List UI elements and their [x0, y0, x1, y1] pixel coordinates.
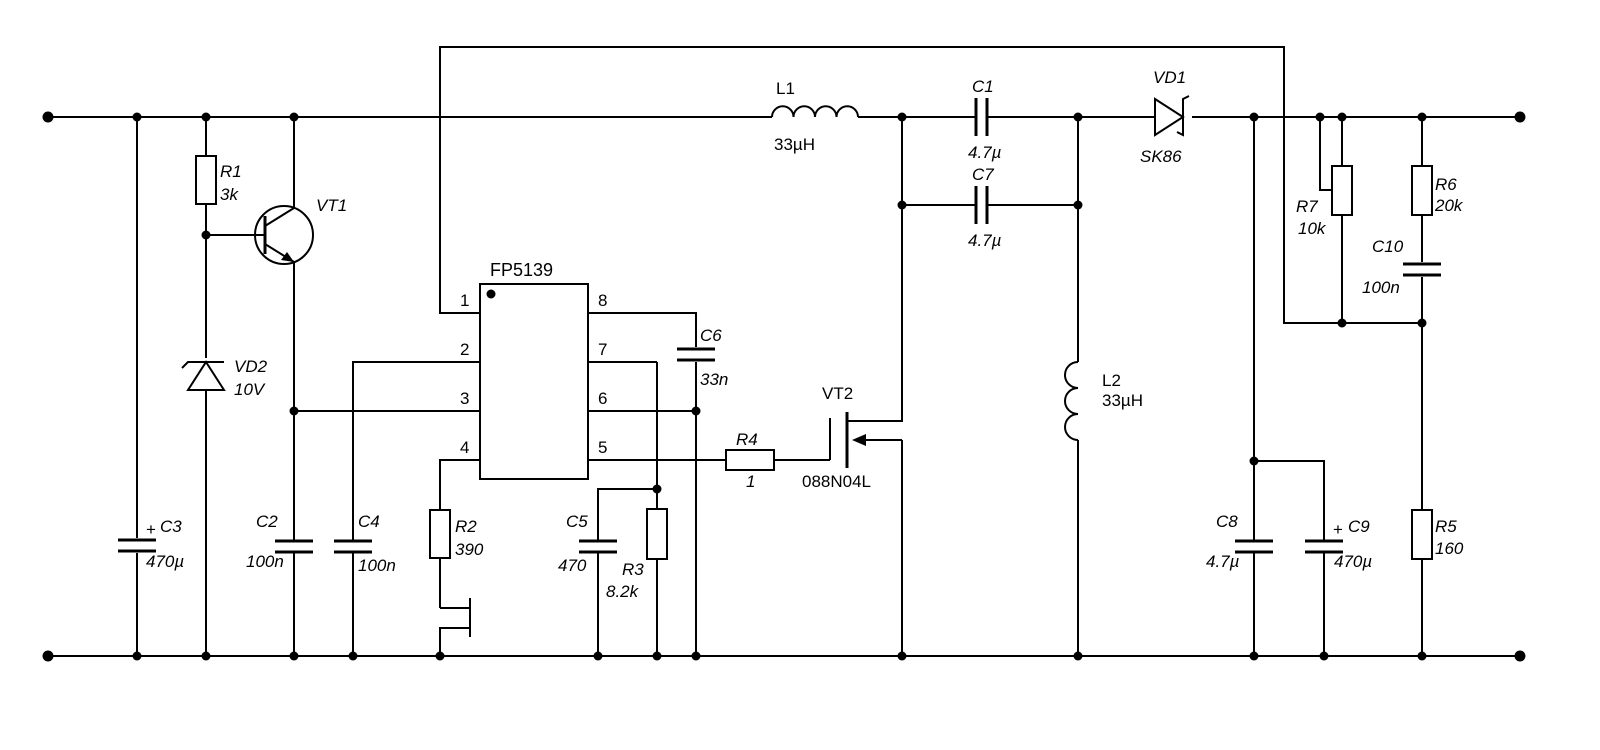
r6-ref: R6: [1435, 175, 1457, 194]
c3-plus: +: [146, 520, 156, 539]
junction-dots: [42, 111, 1526, 662]
inductor-l2: L2 33µH: [1064, 117, 1143, 656]
vd1-value: SK86: [1140, 147, 1182, 166]
capacitor-c10: C10 100n: [1362, 237, 1441, 510]
resistor-r1: R1 3k: [195, 117, 242, 358]
c4-value: 100n: [358, 556, 396, 575]
c10-ref: C10: [1372, 237, 1404, 256]
r3-ref: R3: [622, 560, 644, 579]
c8-value: 4.7µ: [1206, 552, 1240, 571]
zener-vd2: VD2 10V: [181, 357, 268, 656]
vt2-value: 088N04L: [802, 472, 871, 491]
potentiometer-r7: R7 10k: [1296, 117, 1353, 323]
c9-ref: C9: [1348, 517, 1370, 536]
resistor-r6: R6 20k: [1411, 117, 1464, 262]
c10-value: 100n: [1362, 278, 1400, 297]
capacitor-c1: C1 4.7µ: [968, 77, 1002, 162]
resistor-r5: R5 160: [1411, 509, 1464, 656]
c9-value: 470µ: [1334, 552, 1372, 571]
capacitor-c5: C5 470: [558, 488, 657, 656]
capacitor-c7: C7 4.7µ: [902, 165, 1078, 250]
r4-value: 1: [746, 472, 755, 491]
capacitor-c3: + C3 470µ: [118, 117, 184, 656]
r2-value: 390: [455, 540, 484, 559]
inductor-l1: L1 33µH: [771, 79, 859, 154]
ic-name: FP5139: [490, 260, 553, 280]
capacitor-c9: + C9 470µ: [1254, 460, 1372, 656]
l2-value: 33µH: [1102, 391, 1143, 410]
capacitor-c4: C4 100n: [334, 361, 480, 656]
mosfet-vt2: VT2 088N04L: [802, 117, 903, 656]
ic-pin-5: 5: [598, 438, 607, 457]
r5-value: 160: [1435, 539, 1464, 558]
r7-value: 10k: [1298, 219, 1327, 238]
ic-fp5139: FP5139 1 2 3 4 5 6 7 8: [460, 260, 607, 480]
l2-ref: L2: [1102, 371, 1121, 390]
ic-pin-8: 8: [598, 291, 607, 310]
schottky-vd1: VD1 SK86: [1140, 68, 1190, 166]
r1-value: 3k: [220, 185, 239, 204]
feedback-wire: [439, 46, 1422, 324]
capacitor-c8: C8 4.7µ: [1206, 117, 1273, 656]
ic-pin-1: 1: [460, 291, 469, 310]
ic-pin-7: 7: [598, 340, 607, 359]
r5-ref: R5: [1435, 517, 1457, 536]
c6-value: 33n: [700, 370, 728, 389]
l1-value: 33µH: [774, 135, 815, 154]
c5-ref: C5: [566, 512, 588, 531]
resistor-r2: R2 390: [429, 459, 484, 656]
c2-value: 100n: [246, 552, 284, 571]
c4-ref: C4: [358, 512, 380, 531]
c1-ref: C1: [972, 77, 994, 96]
transistor-vt1: VT1: [206, 117, 347, 540]
vd2-value: 10V: [234, 380, 266, 399]
c3-value: 470µ: [146, 552, 184, 571]
c2-ref: C2: [256, 512, 278, 531]
resistor-r3: R3 8.2k: [606, 508, 668, 656]
c3-ref: C3: [160, 517, 182, 536]
c7-ref: C7: [972, 165, 994, 184]
ic-pin-2: 2: [460, 340, 469, 359]
r7-ref: R7: [1296, 197, 1318, 216]
c6-ref: C6: [700, 326, 722, 345]
ic-pin-4: 4: [460, 438, 469, 457]
resistor-r4: R4 1: [588, 430, 830, 491]
r4-ref: R4: [736, 430, 758, 449]
ic-pin-6: 6: [598, 389, 607, 408]
vt1-ref: VT1: [316, 196, 347, 215]
vd2-ref: VD2: [234, 357, 268, 376]
capacitor-c6: C6 33n: [588, 312, 728, 656]
c5-value: 470: [558, 556, 587, 575]
r6-value: 20k: [1434, 196, 1464, 215]
r2-ref: R2: [455, 517, 477, 536]
r1-ref: R1: [220, 162, 242, 181]
vd1-ref: VD1: [1153, 68, 1186, 87]
c8-ref: C8: [1216, 512, 1238, 531]
c7-value: 4.7µ: [968, 231, 1002, 250]
r3-value: 8.2k: [606, 582, 640, 601]
c9-plus: +: [1333, 520, 1343, 539]
capacitor-c2: C2 100n: [246, 512, 313, 656]
ic-pin-3: 3: [460, 389, 469, 408]
l1-ref: L1: [776, 79, 795, 98]
c1-value: 4.7µ: [968, 143, 1002, 162]
vt2-ref: VT2: [822, 384, 853, 403]
